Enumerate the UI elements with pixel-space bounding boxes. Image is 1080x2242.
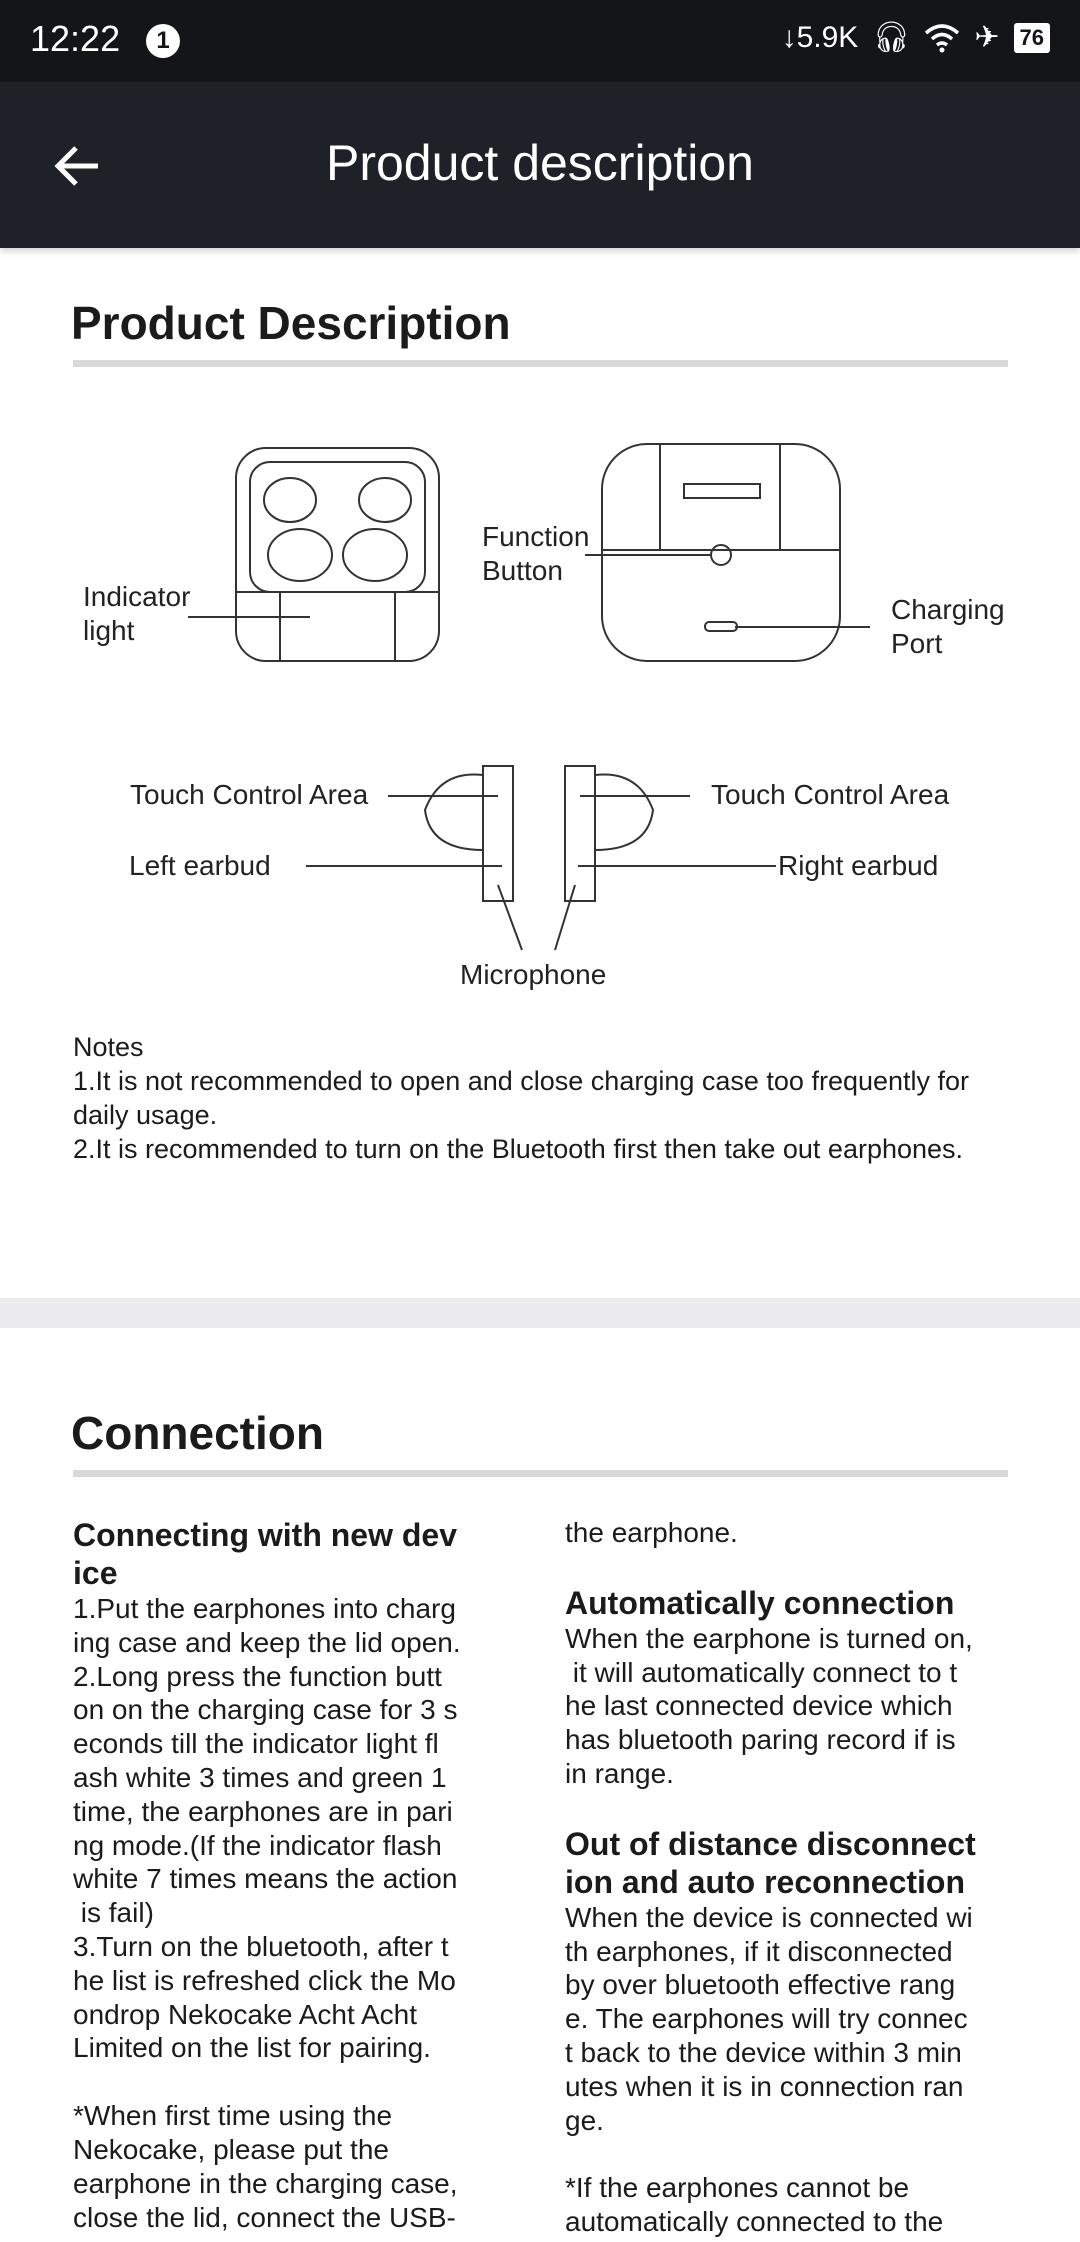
subheading-line: Automatically connection xyxy=(565,1584,955,1621)
text-line: the earphone. xyxy=(565,1517,738,1548)
left-earbud-label: Left earbud xyxy=(129,850,271,881)
subheading-line: ion and auto reconnection xyxy=(565,1863,966,1900)
text-line: in range. xyxy=(565,1757,674,1789)
headset-battery-icon: 🎧︎ xyxy=(872,21,911,54)
subheading-line: ice xyxy=(73,1555,118,1591)
closed-case-illustration xyxy=(601,443,841,662)
earbuds-illustration xyxy=(423,765,655,902)
status-bar: 12:22 1 ↓5.9K 🎧︎ ✈︎ 76 xyxy=(0,0,1080,82)
right-earbud-label: Right earbud xyxy=(778,850,939,881)
product-diagram xyxy=(188,443,870,951)
text-line: close the lid, connect the USB- xyxy=(73,2201,456,2233)
app-title: Product description xyxy=(325,135,754,191)
note-line: 1.It is not recommended to open and clos… xyxy=(73,1066,970,1096)
text-line: When the earphone is turned on, xyxy=(565,1622,973,1654)
section-heading-product-description: Product Description xyxy=(71,297,511,349)
label-line: Port xyxy=(891,628,943,659)
text-line: *If the earphones cannot be xyxy=(565,2172,910,2204)
text-line: earphone in the charging case, xyxy=(73,2167,458,2199)
text-line: utes when it is in connection ran xyxy=(565,2070,964,2102)
text-line: ash white 3 times and green 1 xyxy=(73,1761,447,1793)
subheading-line: Out of distance disconnect xyxy=(565,1825,976,1862)
text-line: automatically connected to the xyxy=(565,2206,944,2238)
text-line: Nekocake, please put the xyxy=(73,2133,389,2165)
label-line: Button xyxy=(482,555,563,586)
clock: 12:22 xyxy=(30,18,121,59)
text-line: he last connected device which xyxy=(565,1690,953,1722)
paragraph-gap xyxy=(565,1550,1005,1584)
text-line: 2.Long press the function butt xyxy=(73,1660,442,1692)
airplane-icon: ✈︎ xyxy=(974,21,1000,54)
paragraph-gap xyxy=(73,2065,513,2099)
text-line: e. The earphones will try connec xyxy=(565,2003,968,2035)
note-line: daily usage. xyxy=(73,1100,218,1130)
paragraph-gap xyxy=(565,1791,1005,1825)
touch-control-right-label: Touch Control Area xyxy=(711,779,950,810)
text-line: is fail) xyxy=(73,1897,154,1929)
app-bar: Product description xyxy=(0,82,1080,248)
text-line: 1.Put the earphones into charg xyxy=(73,1593,456,1624)
divider xyxy=(73,1470,1008,1477)
divider xyxy=(73,360,1008,367)
text-line: 3.Turn on the bluetooth, after t xyxy=(73,1930,449,1962)
text-line: t back to the device within 3 min xyxy=(565,2036,962,2068)
text-line: it will automatically connect to t xyxy=(565,1656,958,1688)
label-line: Indicator xyxy=(83,581,191,612)
text-line: on on the charging case for 3 s xyxy=(73,1694,458,1726)
text-line: When the device is connected wi xyxy=(565,1901,973,1933)
microphone-label: Microphone xyxy=(460,959,607,990)
text-line: ing case and keep the lid open. xyxy=(73,1626,461,1658)
battery-icon: 76 xyxy=(1013,22,1050,53)
text-line: white 7 times means the action xyxy=(73,1863,458,1895)
paragraph-gap xyxy=(565,2137,1005,2171)
notes: Notes 1.It is not recommended to open an… xyxy=(73,1030,1033,1166)
text-line: ge. xyxy=(565,2104,604,2136)
note-line: 2.It is recommended to turn on the Bluet… xyxy=(73,1134,964,1164)
wifi-icon xyxy=(925,23,960,52)
text-line: ondrop Nekocake Acht Acht xyxy=(73,1998,417,2030)
text-line: ng mode.(If the indicator flash xyxy=(73,1829,442,1861)
open-case-illustration xyxy=(235,447,440,662)
text-line: econds till the indicator light fl xyxy=(73,1728,439,1760)
text-line: by over bluetooth effective rang xyxy=(565,1969,956,2001)
label-line: Charging xyxy=(891,594,1005,625)
touch-control-left-label: Touch Control Area xyxy=(130,779,369,810)
text-line: *When first time using the xyxy=(73,2100,393,2132)
text-line: he list is refreshed click the Mo xyxy=(73,1964,456,1996)
section-separator xyxy=(0,1298,1080,1328)
back-arrow-icon[interactable] xyxy=(50,138,106,194)
label-line: Function xyxy=(482,521,590,552)
text-line: time, the earphones are in pari xyxy=(73,1795,453,1827)
text-line: th earphones, if it disconnected xyxy=(565,1935,953,1967)
section-heading-connection: Connection xyxy=(71,1407,324,1459)
notification-count-badge: 1 xyxy=(146,24,180,58)
subheading-line: Connecting with new dev xyxy=(73,1517,458,1553)
network-speed: ↓5.9K xyxy=(781,20,859,54)
text-line: Limited on the list for pairing. xyxy=(73,2032,431,2064)
text-line: has bluetooth paring record if is xyxy=(565,1724,956,1756)
label-line: light xyxy=(83,615,135,646)
notes-title: Notes xyxy=(73,1032,144,1062)
